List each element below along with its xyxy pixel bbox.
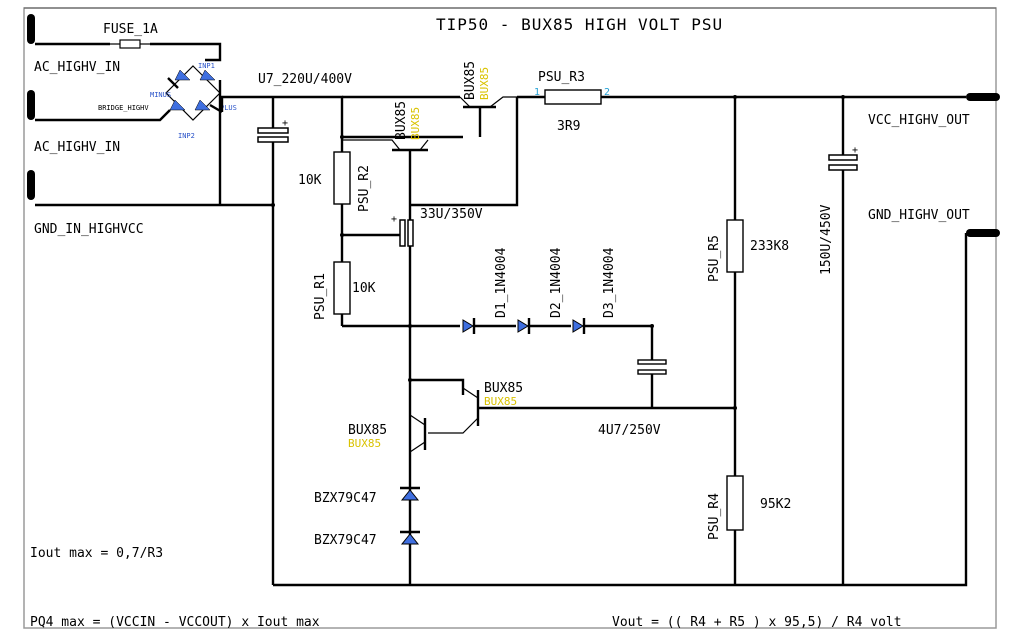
c-in-label: U7_220U/400V — [258, 72, 352, 87]
r3-pin-2: 2 — [604, 87, 610, 98]
iout-note: Iout max = 0,7/R3 — [30, 546, 163, 561]
bridge-minus-label: MINUS — [150, 91, 171, 99]
svg-text:+: + — [852, 145, 858, 156]
vcc-out-label: VCC_HIGHV_OUT — [868, 113, 970, 128]
bridge-rectifier[interactable] — [165, 65, 223, 121]
transistor-q-bot[interactable] — [409, 414, 427, 453]
capacitor-150u[interactable]: + — [828, 97, 858, 585]
diode-d2[interactable] — [517, 318, 531, 334]
bridge-plus-label: PLUS — [220, 104, 237, 112]
wire-ac2-bridge — [35, 109, 171, 122]
capacitor-u7[interactable]: + — [257, 97, 289, 585]
zener-2-label: BZX79C47 — [314, 533, 377, 548]
wire-bridge-plus — [220, 95, 273, 112]
resistor-r1[interactable] — [333, 235, 351, 326]
d3-label: D3_1N4004 — [602, 247, 617, 318]
bridge-inp2-label: INP2 — [178, 132, 195, 140]
wire-d3-cap — [584, 324, 654, 360]
wire-fuse-bridge — [150, 42, 222, 62]
vcc-out-connector[interactable] — [966, 93, 1000, 101]
r2-name-label: PSU_R2 — [357, 165, 372, 212]
q-bot-label: BUX85 — [348, 423, 387, 438]
capacitor-33u[interactable]: + — [342, 214, 414, 247]
zener-1-label: BZX79C47 — [314, 491, 377, 506]
wire-bottom-ground — [273, 233, 968, 587]
transistor-q-top[interactable] — [459, 96, 517, 137]
zener-z2[interactable] — [400, 530, 420, 545]
gnd-out-label: GND_HIGHV_OUT — [868, 208, 970, 223]
bridge-inp1-label: INP1 — [198, 62, 215, 70]
wire-q-low-collector — [410, 378, 465, 395]
wire-r3-to-cap — [410, 97, 519, 207]
diode-d3[interactable] — [572, 318, 586, 334]
c-out-label: 150U/450V — [819, 204, 834, 275]
r3-value-label: 3R9 — [557, 119, 580, 134]
bridge-name-label: BRIDGE_HIGHV — [98, 104, 149, 112]
sheet-border — [23, 7, 997, 629]
ac-in-1-connector[interactable] — [27, 14, 35, 44]
resistor-r2[interactable] — [333, 137, 351, 235]
ac-in-2-label: AC_HIGHV_IN — [34, 140, 120, 155]
ac-in-2-connector[interactable] — [27, 90, 35, 120]
r5-value-label: 233K8 — [750, 239, 789, 254]
q-low-label: BUX85 — [484, 381, 523, 396]
svg-text:+: + — [391, 214, 397, 225]
wire-top-rail-a — [273, 95, 463, 139]
fuse-label: FUSE_1A — [103, 22, 158, 37]
r3-pin-1: 1 — [534, 87, 540, 98]
capacitor-4u7[interactable] — [637, 359, 667, 408]
q-bot-yellow-label: BUX85 — [348, 437, 381, 450]
c-small-label: 4U7/250V — [598, 423, 661, 438]
d2-label: D2_1N4004 — [549, 247, 564, 318]
q-low-yellow-label: BUX85 — [484, 395, 517, 408]
transistor-q-low[interactable] — [428, 387, 735, 434]
r3-name-label: PSU_R3 — [538, 70, 585, 85]
r1-value-label: 10K — [352, 281, 376, 296]
pq4-note: PQ4 max = (VCCIN - VCCOUT) x Iout max — [30, 615, 320, 630]
diode-d1[interactable] — [462, 318, 476, 334]
q-top-yellow-label: BUX85 — [478, 67, 491, 100]
ac-in-1-label: AC_HIGHV_IN — [34, 60, 120, 75]
r5-name-label: PSU_R5 — [707, 235, 722, 282]
r1-name-label: PSU_R1 — [313, 273, 328, 320]
d1-label: D1_1N4004 — [494, 247, 509, 318]
resistor-r5[interactable] — [726, 97, 744, 476]
q-mid-yellow-label: BUX85 — [409, 107, 422, 140]
r2-value-label: 10K — [298, 173, 322, 188]
junction-dots — [271, 95, 845, 410]
svg-text:+: + — [282, 118, 288, 129]
r4-value-label: 95K2 — [760, 497, 791, 512]
gnd-out-connector[interactable] — [966, 229, 1000, 237]
schematic-title: TIP50 - BUX85 HIGH VOLT PSU — [436, 15, 723, 34]
resistor-r3[interactable] — [517, 89, 966, 105]
r4-name-label: PSU_R4 — [707, 493, 722, 540]
transistor-q-mid[interactable] — [342, 139, 429, 585]
vout-note: Vout = (( R4 + R5 ) x 95,5) / R4 volt — [612, 615, 902, 630]
q-top-label: BUX85 — [463, 61, 478, 100]
fuse-symbol[interactable] — [119, 39, 141, 49]
c-33-label: 33U/350V — [420, 207, 483, 222]
q-mid-label: BUX85 — [394, 101, 409, 140]
gnd-in-connector[interactable] — [27, 170, 35, 200]
resistor-r4[interactable] — [726, 475, 744, 585]
gnd-in-label: GND_IN_HIGHVCC — [34, 222, 144, 237]
zener-z1[interactable] — [400, 486, 420, 501]
